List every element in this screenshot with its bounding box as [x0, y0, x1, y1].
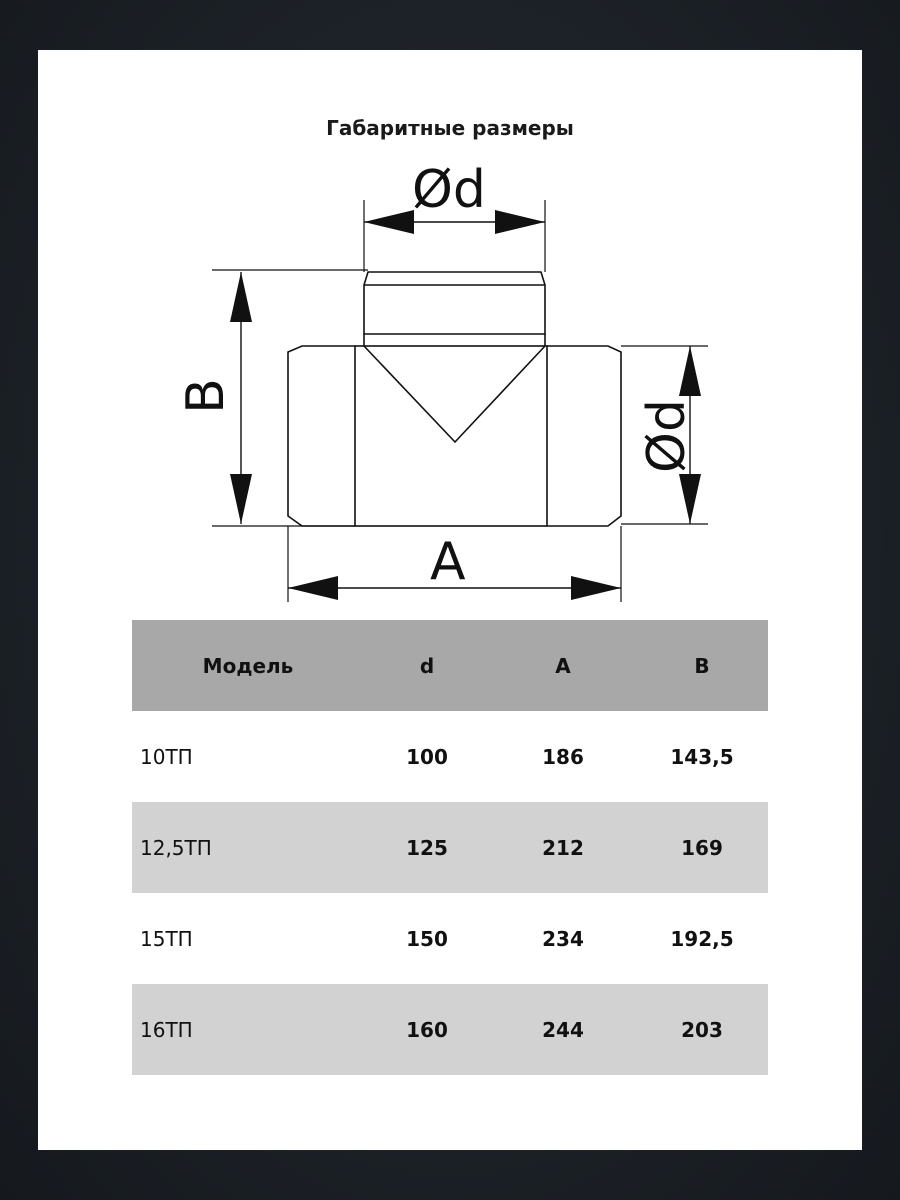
dimension-label-b: B — [175, 378, 236, 414]
table-row: 16ТП 160 244 203 — [132, 984, 768, 1075]
header-d: d — [364, 620, 490, 711]
cell-d: 160 — [364, 984, 490, 1075]
cell-model: 12,5ТП — [132, 802, 364, 893]
cell-b: 203 — [636, 984, 768, 1075]
table-header-row: Модель d A B — [132, 620, 768, 711]
cell-model: 16ТП — [132, 984, 364, 1075]
dimension-label-d-top: Ød — [412, 160, 486, 220]
cell-b: 169 — [636, 802, 768, 893]
tee-outline — [287, 271, 622, 527]
page-title: Габаритные размеры — [326, 116, 574, 140]
cell-a: 186 — [542, 744, 584, 769]
extension-lines — [212, 200, 708, 602]
cell-model: 10ТП — [140, 744, 193, 769]
cell-a: 212 — [490, 802, 636, 893]
page-sheet — [38, 50, 862, 1150]
cell-a: 234 — [542, 926, 584, 951]
table-row: 12,5ТП 125 212 169 — [132, 802, 768, 893]
dimension-arrows — [230, 210, 701, 600]
table-row: 15ТП 150 234 192,5 — [132, 893, 768, 984]
header-a: A — [490, 620, 636, 711]
header-model: Модель — [132, 620, 364, 711]
cell-d: 150 — [406, 926, 448, 951]
cell-b: 192,5 — [670, 926, 734, 951]
cell-model: 15ТП — [140, 926, 193, 951]
dimension-label-a: A — [430, 532, 466, 592]
dimensions-table: Модель d A B 10ТП 100 186 143,5 12,5ТП 1… — [132, 620, 768, 1075]
cell-a: 244 — [490, 984, 636, 1075]
dimension-label-d-right: Ød — [636, 399, 697, 473]
cell-d: 125 — [364, 802, 490, 893]
header-b: B — [636, 620, 768, 711]
cell-b: 143,5 — [670, 744, 734, 769]
cell-d: 100 — [406, 744, 448, 769]
table-row: 10ТП 100 186 143,5 — [132, 711, 768, 802]
